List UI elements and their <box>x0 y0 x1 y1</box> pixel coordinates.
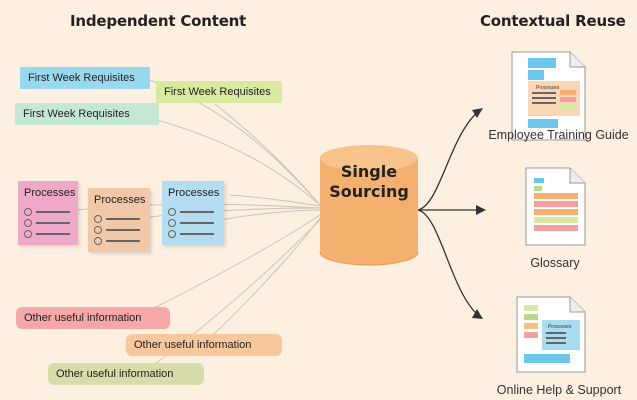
connector-line <box>214 103 321 206</box>
single-sourcing-line2: Sourcing <box>329 182 409 201</box>
requisites-tag: First Week Requisites <box>156 81 282 103</box>
arrowhead <box>476 205 486 215</box>
processes-card-title: Processes <box>24 187 76 199</box>
connector-line <box>229 194 321 207</box>
training-guide-label: Employee Training Guide <box>488 128 629 142</box>
arrow-to-online-help <box>417 209 479 316</box>
processes-card-title: Processes <box>168 187 220 199</box>
glossary-document-icon <box>525 167 586 246</box>
arrowhead <box>472 108 483 118</box>
processes-card: Processes <box>162 181 224 245</box>
online-help-document-icon <box>516 296 586 373</box>
connector-line <box>149 214 321 311</box>
single-sourcing-label: Single Sourcing <box>318 162 420 202</box>
other-info-tag: Other useful information <box>48 363 204 385</box>
online-help-label: Online Help & Support <box>496 383 622 397</box>
single-sourcing-cylinder <box>319 145 419 266</box>
training-guide-document-icon <box>511 51 586 141</box>
mini-processes-text: Processes <box>536 85 560 91</box>
requisites-tag: First Week Requisites <box>15 103 159 125</box>
processes-card-title: Processes <box>94 194 146 206</box>
arrow-to-training-guide <box>417 111 479 211</box>
arrowhead <box>472 309 483 319</box>
connector-line <box>149 117 321 206</box>
single-sourcing-line1: Single <box>340 162 398 181</box>
independent-content-heading: Independent Content <box>70 12 247 30</box>
glossary-label: Glossary <box>530 256 580 270</box>
contextual-reuse-heading: Contextual Reuse <box>480 12 626 30</box>
other-info-tag: Other useful information <box>126 334 282 356</box>
requisites-tag: First Week Requisites <box>20 67 150 89</box>
processes-card: Processes <box>88 188 150 252</box>
mini-processes-text: Processes <box>548 324 572 330</box>
connector-line <box>124 207 321 221</box>
other-info-tag: Other useful information <box>16 307 170 329</box>
processes-card: Processes <box>18 181 78 245</box>
